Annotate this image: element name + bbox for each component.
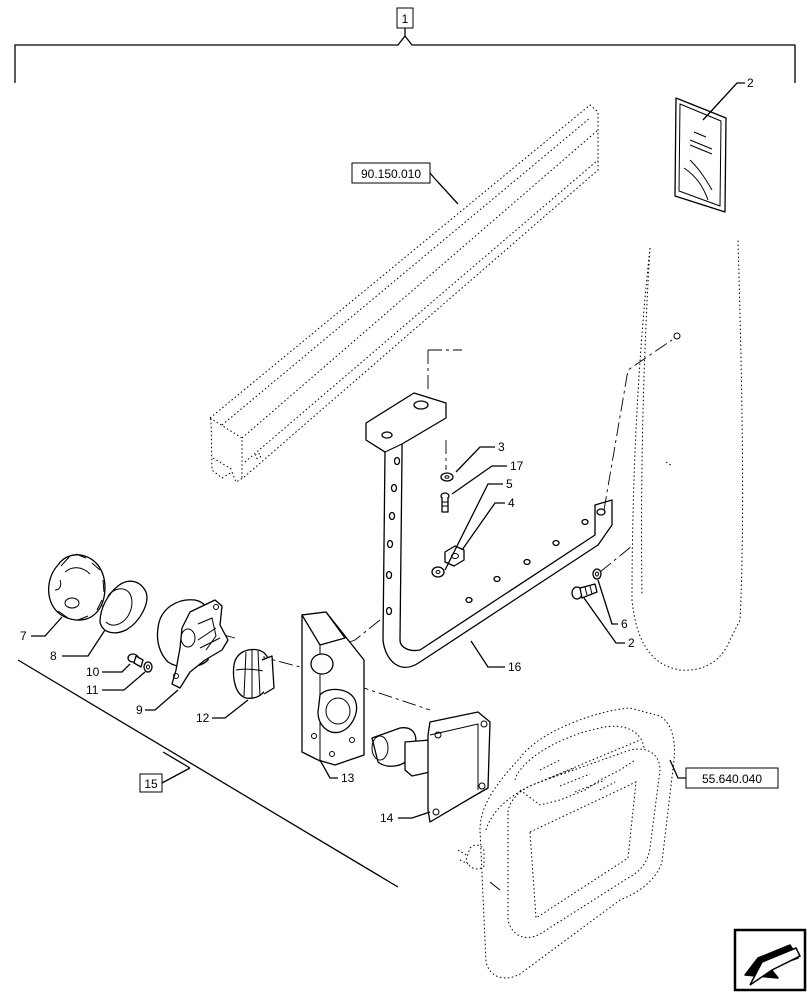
part-6-label: 6: [621, 617, 628, 631]
part-2-bolt-label: 2: [628, 636, 635, 650]
callout-mount-9[interactable]: 9: [136, 689, 179, 717]
part-7-label: 7: [20, 629, 27, 643]
part-16-label: 16: [508, 660, 522, 674]
operator-manual: [674, 97, 727, 213]
cover-8: [99, 580, 148, 634]
callout-washer-3[interactable]: 3: [455, 440, 505, 473]
callout-bracket-13[interactable]: 13: [319, 759, 355, 785]
callout-kit-label: 1: [402, 12, 409, 26]
kit-bracket: [14, 28, 796, 83]
washer-6: [592, 545, 633, 580]
callout-frame-ref[interactable]: 90.150.010: [351, 162, 459, 205]
screw-10: [127, 653, 144, 668]
bracket-axis: [299, 619, 381, 661]
callout-display-ref-label: 55.640.040: [702, 772, 762, 786]
part-4-label: 4: [508, 496, 515, 510]
part-9-label: 9: [136, 703, 143, 717]
part-8-label: 8: [50, 649, 57, 663]
callout-display-ref[interactable]: 55.640.040: [669, 759, 779, 789]
part-13-label: 13: [341, 771, 355, 785]
sub-assembly-line: [17, 659, 399, 888]
previous-page-arrow-icon[interactable]: [733, 928, 807, 992]
bolt-17: [440, 492, 450, 513]
washer-3: [440, 472, 454, 482]
ball-stud-12: [232, 648, 275, 699]
part-12-label: 12: [196, 711, 210, 725]
callout-sub-assembly[interactable]: 15: [139, 767, 191, 793]
callout-sub-assembly-label: 15: [144, 777, 158, 791]
main-bracket: [365, 339, 673, 668]
callout-cover-8[interactable]: 8: [50, 629, 106, 663]
part-11-label: 11: [86, 683, 99, 697]
mount-plate-14: [371, 711, 491, 823]
callout-bolt-2[interactable]: 2: [583, 597, 635, 650]
callout-knob-7[interactable]: 7: [20, 616, 63, 643]
callout-kit[interactable]: 1: [396, 7, 414, 29]
callout-plate-14[interactable]: 14: [380, 811, 431, 825]
bolt-2: [571, 583, 598, 600]
frame-rail: [209, 104, 599, 483]
washer-5: [431, 566, 445, 578]
callout-nut-4[interactable]: 4: [461, 496, 515, 551]
angle-bracket-13: [301, 611, 365, 766]
callout-bracket[interactable]: 16: [470, 640, 522, 674]
callout-frame-ref-label: 90.150.010: [361, 167, 421, 181]
callout-washer-5[interactable]: 5: [444, 477, 513, 571]
callout-screw-10[interactable]: 10: [86, 663, 131, 679]
part-14-label: 14: [380, 811, 394, 825]
callout-washer-11[interactable]: 11: [86, 671, 146, 697]
part-5-label: 5: [506, 477, 513, 491]
callout-stud-12[interactable]: 12: [196, 699, 249, 725]
part-10-label: 10: [86, 665, 100, 679]
callout-manual[interactable]: 2: [702, 76, 754, 121]
display-monitor: [457, 707, 675, 979]
callout-washer-6[interactable]: 6: [597, 579, 628, 631]
part-2-manual-label: 2: [747, 76, 754, 90]
washer-11: [143, 661, 153, 673]
cab-post: [631, 239, 744, 671]
part-3-label: 3: [498, 440, 505, 454]
ball-mount-9: [156, 599, 229, 689]
knob-7: [48, 553, 106, 621]
callout-bolt-17[interactable]: 17: [451, 459, 524, 495]
part-17-label: 17: [510, 459, 524, 473]
